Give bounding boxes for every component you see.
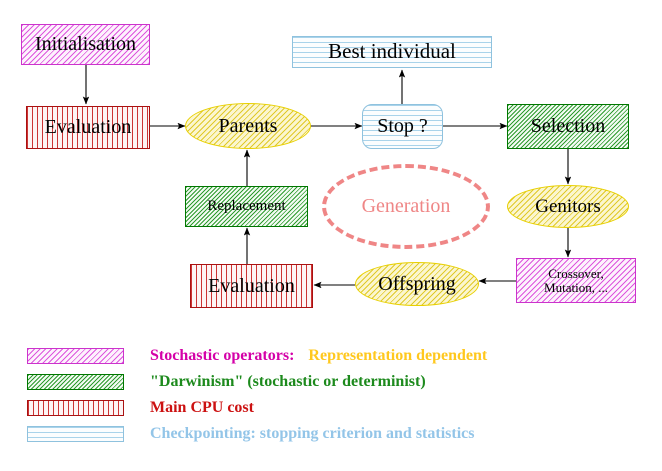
node-generation-label: Generation bbox=[361, 195, 451, 218]
node-initialisation[interactable]: Initialisation bbox=[21, 24, 150, 65]
legend-row: "Darwinism" (stochastic or determinist) bbox=[27, 370, 627, 394]
legend-row: Stochastic operators: Representation depe… bbox=[27, 344, 627, 368]
node-crossover-label-line1: Crossover, bbox=[548, 266, 604, 282]
legend-swatch-stochastic-operators bbox=[27, 348, 124, 364]
node-evaluation-bottom[interactable]: Evaluation bbox=[190, 264, 313, 308]
node-replacement[interactable]: Replacement bbox=[185, 186, 308, 227]
legend-text-primary: Main CPU cost bbox=[150, 399, 254, 416]
node-replacement-label: Replacement bbox=[207, 197, 286, 214]
node-best-individual-label: Best individual bbox=[328, 39, 456, 64]
node-generation: Generation bbox=[322, 164, 490, 249]
node-stop[interactable]: Stop ? bbox=[362, 104, 443, 149]
legend-swatch-main-cpu-cost bbox=[27, 400, 124, 416]
node-evaluation-top[interactable]: Evaluation bbox=[26, 106, 150, 149]
legend-swatch-checkpointing bbox=[27, 426, 124, 442]
node-genitors-label: Genitors bbox=[535, 195, 601, 217]
node-stop-label: Stop ? bbox=[377, 115, 428, 138]
node-best-individual[interactable]: Best individual bbox=[292, 36, 492, 68]
node-parents-label: Parents bbox=[218, 114, 278, 137]
legend-text-primary: Checkpointing: stopping criterion and st… bbox=[150, 425, 475, 442]
node-selection-label: Selection bbox=[530, 115, 606, 138]
legend-label-darwinism: "Darwinism" (stochastic or determinist) bbox=[150, 373, 426, 391]
legend-text-primary: "Darwinism" (stochastic or determinist) bbox=[150, 373, 426, 390]
node-initialisation-label: Initialisation bbox=[34, 33, 137, 56]
legend-text-primary: Stochastic operators: bbox=[150, 347, 295, 364]
node-crossover-label-line2: Mutation, ... bbox=[544, 279, 608, 295]
node-crossover-mutation[interactable]: Crossover, Mutation, ... bbox=[516, 258, 636, 303]
node-parents[interactable]: Parents bbox=[185, 103, 311, 149]
legend-row: Checkpointing: stopping criterion and st… bbox=[27, 422, 627, 446]
legend-label-main-cpu-cost: Main CPU cost bbox=[150, 399, 254, 417]
node-offspring[interactable]: Offspring bbox=[355, 262, 479, 306]
node-genitors[interactable]: Genitors bbox=[507, 185, 629, 228]
legend-swatch-darwinism bbox=[27, 374, 124, 390]
legend-label-checkpointing: Checkpointing: stopping criterion and st… bbox=[150, 425, 474, 443]
node-selection[interactable]: Selection bbox=[507, 104, 629, 149]
legend-text-secondary: Representation dependent bbox=[308, 347, 488, 364]
node-evaluation-bottom-label: Evaluation bbox=[208, 274, 295, 297]
legend: Stochastic operators: Representation depe… bbox=[27, 344, 627, 448]
node-offspring-label: Offspring bbox=[378, 272, 456, 295]
node-evaluation-top-label: Evaluation bbox=[44, 116, 132, 139]
legend-row: Main CPU cost bbox=[27, 396, 627, 420]
legend-label-stochastic-operators: Stochastic operators: Representation depe… bbox=[150, 347, 487, 365]
